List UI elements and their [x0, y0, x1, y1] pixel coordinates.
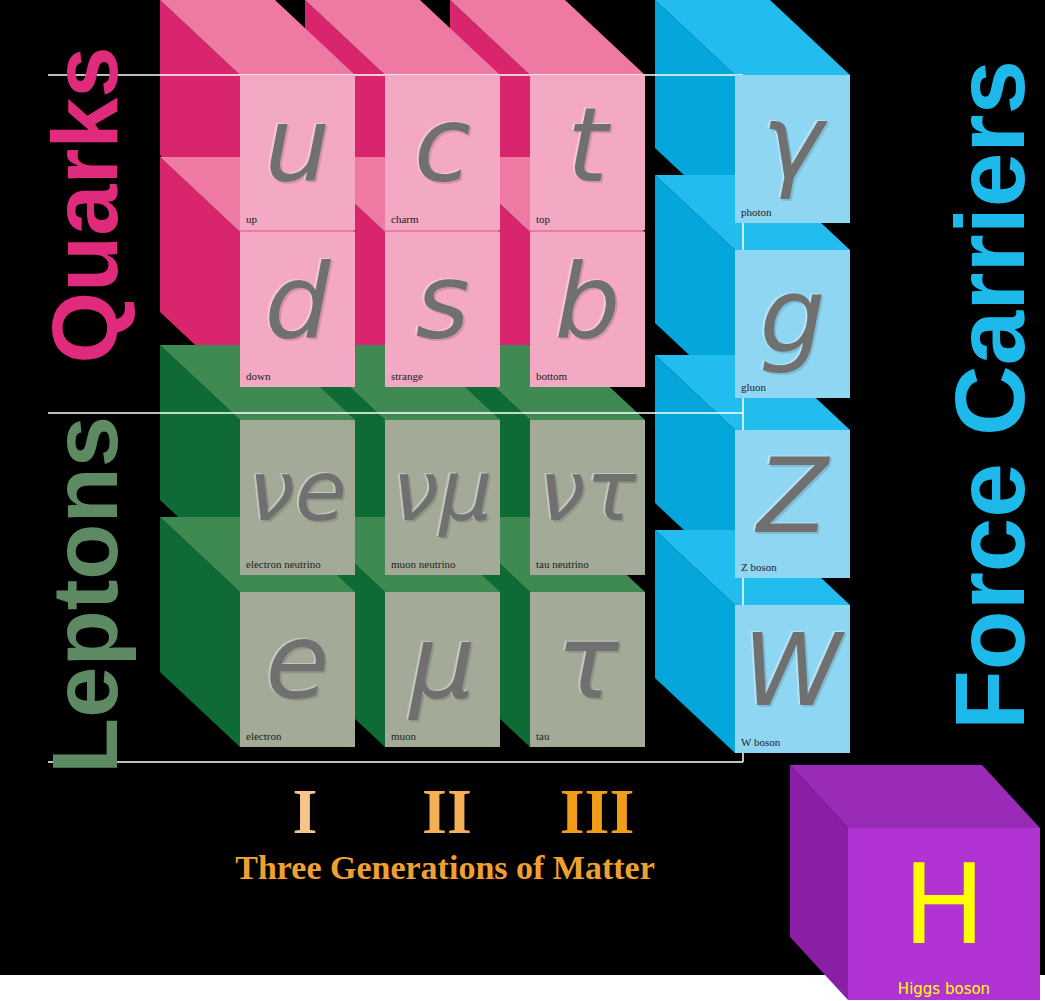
force-carrier-cube: W W boson: [735, 605, 850, 753]
axis-caption: Three Generations of Matter: [235, 851, 655, 885]
quark-cube: b bottom: [530, 232, 645, 387]
quark-cube: t top: [530, 75, 645, 230]
lepton-cube: νμ muon neutrino: [385, 420, 500, 575]
particle-name: photon: [741, 206, 772, 218]
particle-symbol: τ: [556, 609, 619, 713]
particle-name: up: [246, 213, 257, 225]
particle-name: Z boson: [741, 561, 777, 573]
quark-cube: s strange: [385, 232, 500, 387]
particle-name: W boson: [741, 736, 780, 748]
particle-symbol: νe: [248, 449, 347, 533]
quark-cube: u up: [240, 75, 355, 230]
particle-name: tau neutrino: [536, 558, 589, 570]
lepton-cube: τ tau: [530, 592, 645, 747]
group-label: Leptons: [39, 416, 131, 774]
force-carrier-cube: g gluon: [735, 250, 850, 398]
particle-symbol: b: [554, 249, 620, 353]
quark-cube: c charm: [385, 75, 500, 230]
particle-symbol: t: [567, 92, 608, 196]
particle-symbol: γ: [762, 89, 824, 193]
lepton-cube: ντ tau neutrino: [530, 420, 645, 575]
generation-number: II: [422, 780, 472, 844]
lepton-cube: μ muon: [385, 592, 500, 747]
force-top-faces: [655, 0, 850, 605]
force-carrier-cube: γ photon: [735, 75, 850, 223]
lepton-cube: e electron: [240, 592, 355, 747]
particle-name: down: [246, 370, 270, 382]
particle-symbol: W: [743, 621, 842, 721]
lepton-side-faces: [160, 345, 530, 747]
quark-cube: d down: [240, 232, 355, 387]
lepton-cube: νe electron neutrino: [240, 420, 355, 575]
particle-symbol: H: [903, 850, 986, 960]
frame-lines: [48, 75, 743, 762]
particle-name: bottom: [536, 370, 567, 382]
generation-number: III: [560, 780, 635, 844]
quark-side-faces: [160, 0, 530, 387]
particle-symbol: c: [414, 92, 471, 196]
particle-name: strange: [391, 370, 423, 382]
quark-top-faces: [160, 0, 645, 232]
force-carrier-cube: Z Z boson: [735, 430, 850, 578]
higgs-cube: H Higgs boson: [848, 828, 1040, 1000]
particle-symbol: d: [264, 249, 330, 353]
particle-name: electron neutrino: [246, 558, 321, 570]
particle-name: gluon: [741, 381, 766, 393]
particle-name: electron: [246, 730, 281, 742]
particle-symbol: ντ: [539, 449, 637, 533]
group-label: Quarks: [39, 46, 131, 363]
particle-symbol: Z: [757, 444, 828, 548]
particle-symbol: g: [759, 264, 825, 368]
particle-symbol: u: [265, 92, 331, 196]
particle-name: top: [536, 213, 550, 225]
generation-number: I: [293, 780, 318, 844]
particle-symbol: e: [266, 609, 330, 713]
particle-name: tau: [536, 730, 549, 742]
particle-name: charm: [391, 213, 418, 225]
particle-symbol: s: [415, 249, 469, 353]
group-label: Force Carriers: [941, 60, 1039, 730]
higgs-top-face: [790, 765, 1040, 828]
particle-name: muon: [391, 730, 416, 742]
particle-symbol: νμ: [392, 449, 492, 533]
particle-name: muon neutrino: [391, 558, 455, 570]
particle-name: Higgs boson: [898, 981, 990, 998]
particle-symbol: μ: [409, 609, 475, 713]
